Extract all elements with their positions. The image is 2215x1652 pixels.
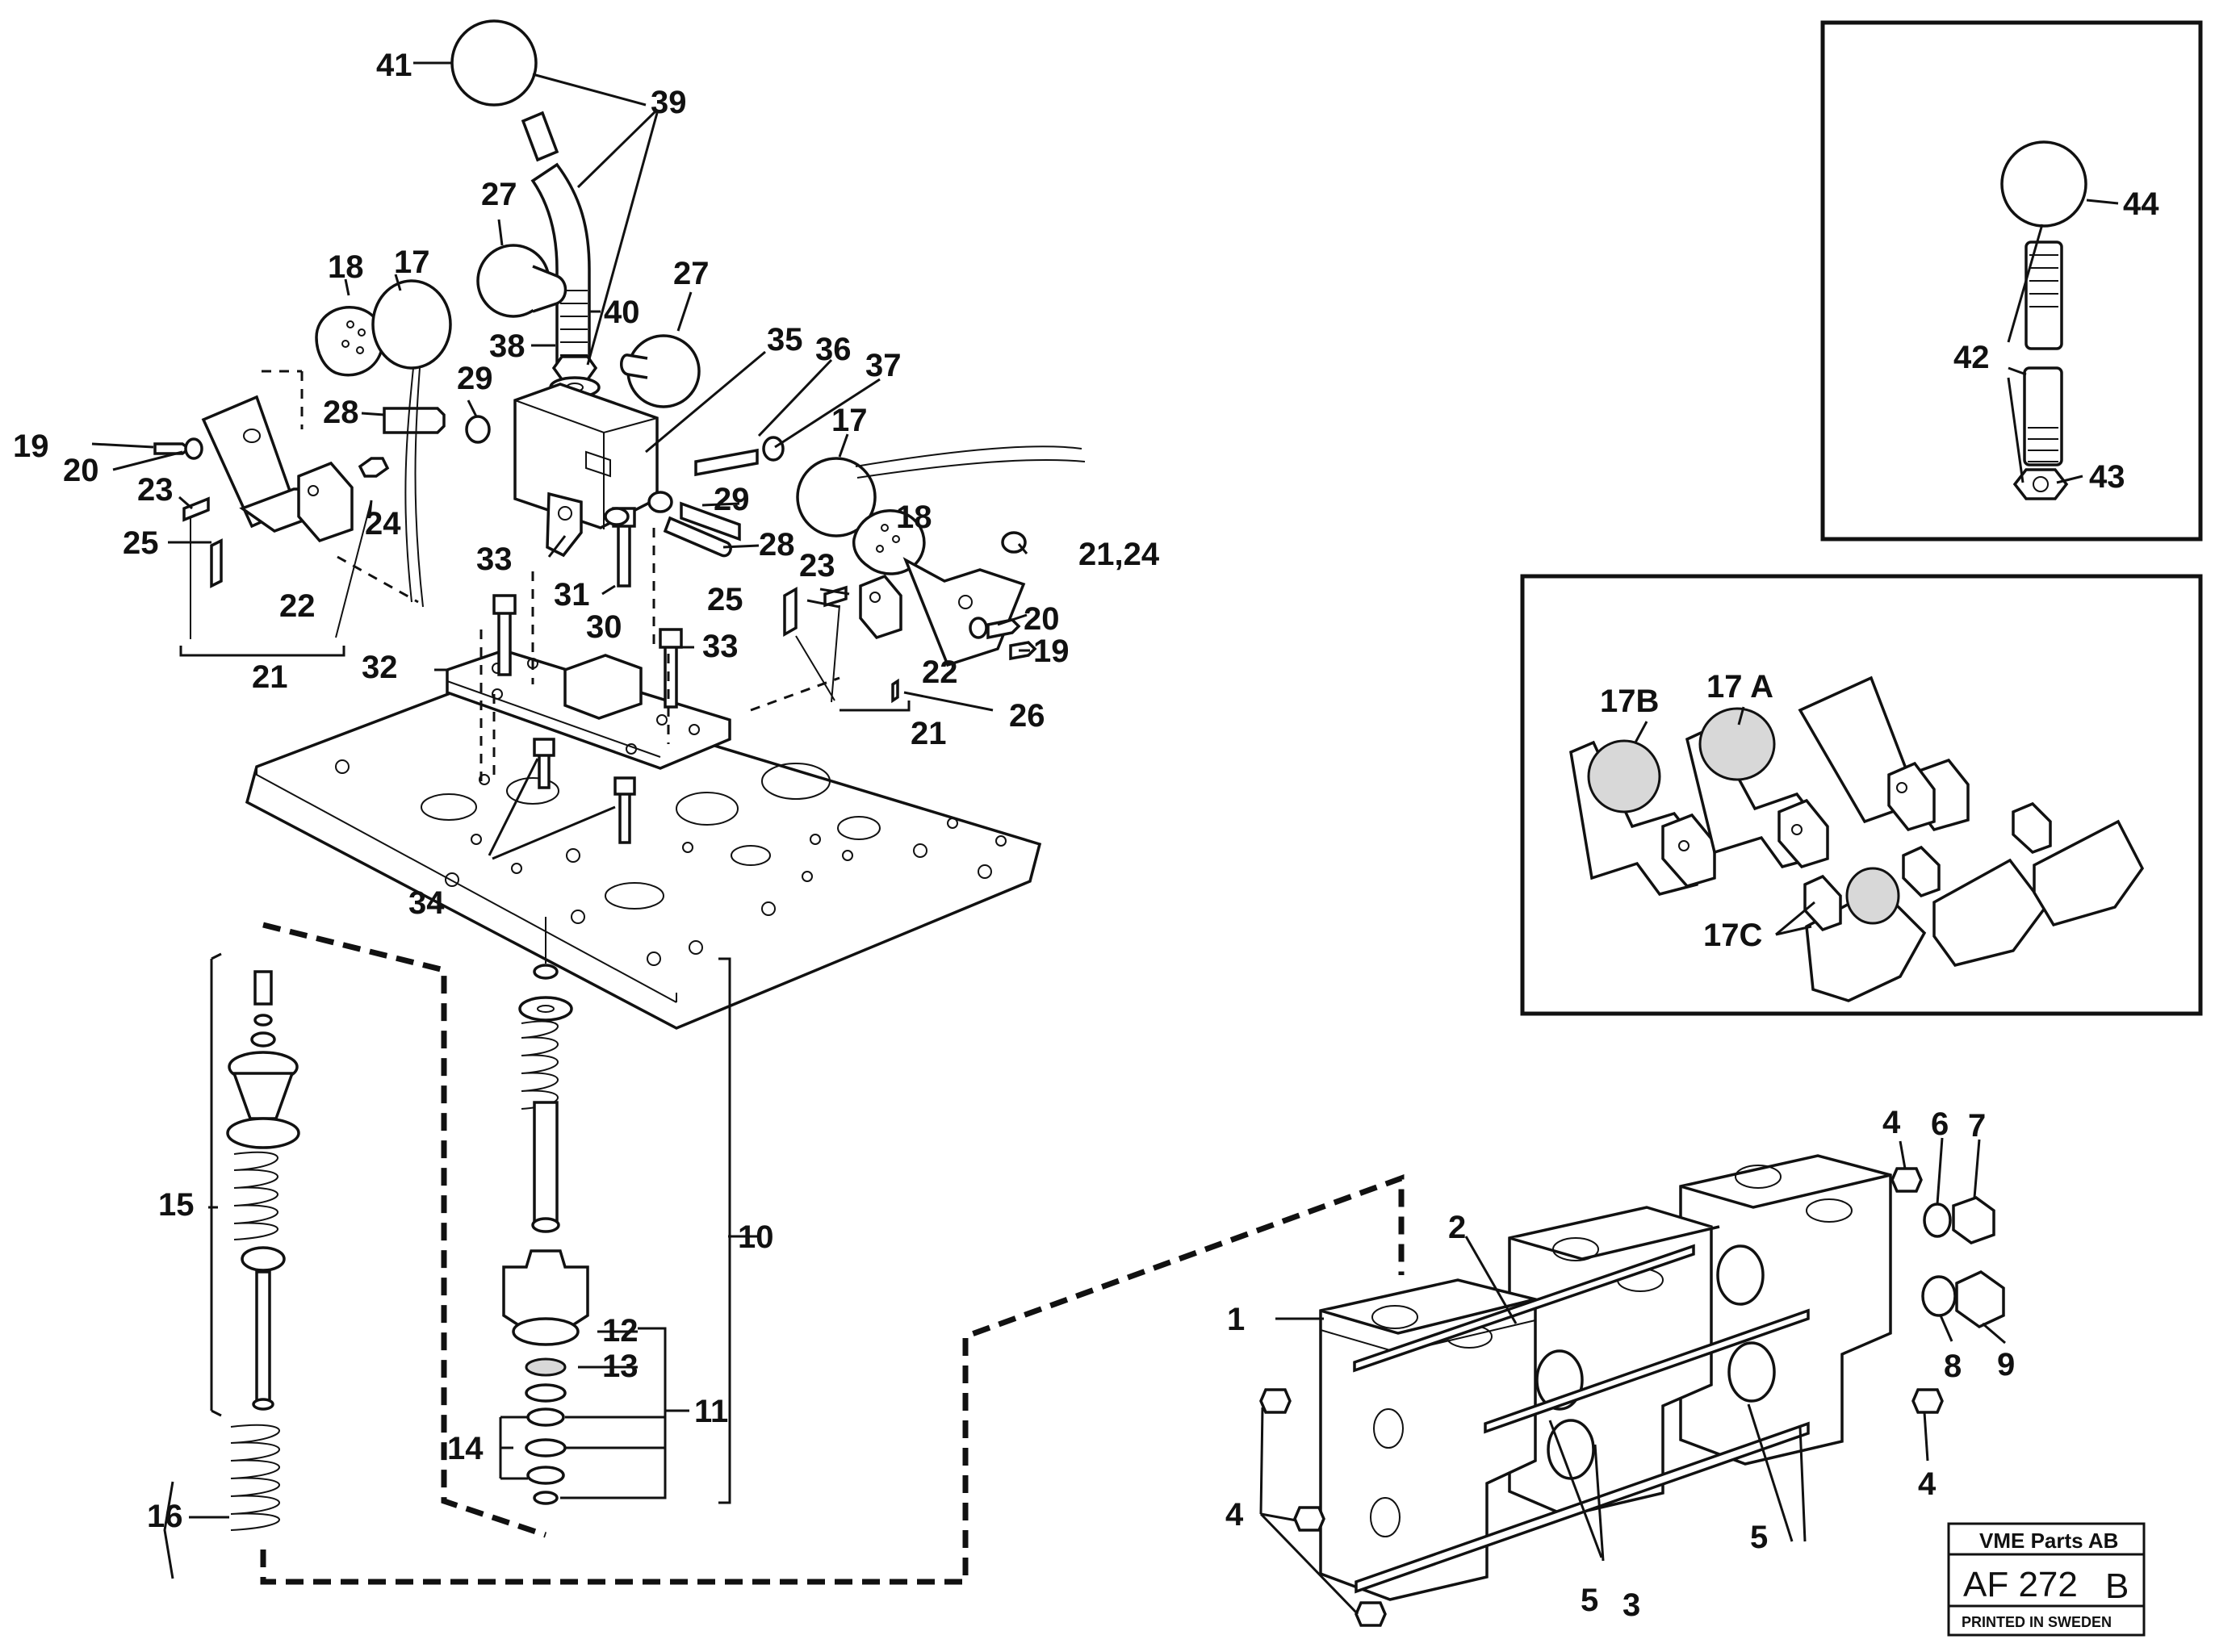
- callout-20-left: 20: [63, 453, 99, 488]
- callout-14: 14: [447, 1431, 484, 1466]
- callout-23-right: 23: [799, 548, 835, 583]
- callout-4-top: 4: [1882, 1105, 1901, 1140]
- callout-33-left: 33: [476, 542, 513, 577]
- callout-18-right: 18: [896, 500, 932, 535]
- callout-21-24: 21,24: [1078, 537, 1160, 572]
- callout-22-right: 22: [922, 655, 958, 690]
- handle-block-35: [513, 383, 659, 558]
- leader-lines-main: [91, 61, 2006, 1616]
- callout-11: 11: [694, 1394, 728, 1429]
- callout-30: 30: [586, 609, 622, 645]
- callout-12: 12: [602, 1313, 639, 1349]
- callout-2: 2: [1448, 1210, 1466, 1245]
- bracket-variants-drawing: [1569, 675, 2145, 1002]
- inset-frame-bracket-variants: [1520, 574, 2203, 1016]
- callout-42: 42: [1953, 340, 1990, 375]
- callout-16: 16: [147, 1499, 183, 1534]
- callout-43: 43: [2089, 459, 2125, 495]
- callout-31: 31: [554, 577, 590, 613]
- callout-26: 26: [1009, 698, 1045, 734]
- callout-39: 39: [651, 85, 687, 120]
- lever-variant-drawing: [2000, 140, 2087, 500]
- base-plate: [245, 507, 1042, 1030]
- callout-19-right: 19: [1033, 634, 1070, 669]
- callout-5-right: 5: [1750, 1520, 1768, 1555]
- knob-41: [450, 19, 538, 107]
- callout-22-left: 22: [279, 588, 316, 624]
- knobs-27: [476, 244, 701, 408]
- title-stamp: VME Parts AB AF 272 B PRINTED IN SWEDEN: [1947, 1522, 2146, 1637]
- callout-24: 24: [365, 506, 401, 542]
- callout-17-right: 17: [831, 403, 868, 438]
- callout-21-left: 21: [252, 659, 288, 695]
- callout-27-top: 27: [481, 177, 517, 212]
- stamp-revision: B: [2105, 1566, 2129, 1606]
- valve-body-assembly: [1259, 1154, 2005, 1627]
- callout-1: 1: [1227, 1302, 1245, 1337]
- callout-29-right: 29: [714, 482, 750, 517]
- callout-13: 13: [602, 1349, 639, 1384]
- valve-stack-left: [210, 922, 1405, 1585]
- callout-19-left: 19: [13, 429, 49, 464]
- callout-28-right: 28: [759, 527, 795, 563]
- stamp-title: VME Parts AB: [1979, 1529, 2118, 1553]
- right-bracket-group: [750, 445, 1086, 712]
- knob-44: [2000, 140, 2087, 228]
- callout-21-right: 21: [911, 716, 947, 751]
- callout-3: 3: [1623, 1587, 1640, 1623]
- callout-9: 9: [1997, 1347, 2015, 1382]
- callout-34: 34: [408, 885, 445, 921]
- callout-15: 15: [158, 1187, 195, 1223]
- lever-assembly: [450, 19, 601, 399]
- callout-44: 44: [2123, 186, 2159, 222]
- callout-8: 8: [1944, 1349, 1962, 1384]
- callout-23-left: 23: [137, 472, 174, 508]
- stamp-footer: PRINTED IN SWEDEN: [1962, 1614, 2112, 1630]
- callout-35: 35: [767, 322, 803, 358]
- callout-labels: 41 39 27 27 18 17 40 38 35 36 37 29 28 1…: [13, 48, 2159, 1623]
- callout-25-left: 25: [123, 525, 159, 561]
- callout-4-left: 4: [1225, 1497, 1244, 1533]
- callout-40: 40: [604, 295, 640, 330]
- callout-17C: 17C: [1703, 918, 1762, 953]
- callout-5-bottom: 5: [1581, 1583, 1598, 1618]
- leaders-top-inset: [2007, 199, 2119, 484]
- callout-17B: 17B: [1600, 684, 1659, 719]
- callout-17-left: 17: [394, 245, 430, 280]
- valve-stack-middle: [502, 917, 731, 1505]
- callout-41: 41: [376, 48, 412, 83]
- stamp-code: AF 272: [1963, 1565, 2078, 1604]
- callout-33-right: 33: [702, 629, 739, 664]
- callout-17A: 17 A: [1706, 669, 1773, 705]
- callout-27-right: 27: [673, 256, 710, 291]
- inset-frame-lever-variant: [1820, 20, 2203, 542]
- callout-36: 36: [815, 332, 852, 367]
- callout-37: 37: [865, 348, 902, 383]
- callout-25-right: 25: [707, 582, 743, 617]
- callout-10: 10: [738, 1219, 774, 1255]
- callout-28-left: 28: [323, 395, 359, 430]
- callout-4-right: 4: [1918, 1466, 1937, 1502]
- left-bracket-group: [153, 279, 452, 639]
- callout-29-left: 29: [457, 361, 493, 396]
- callout-7: 7: [1968, 1108, 1986, 1144]
- leaders-second-inset: [1634, 706, 1815, 936]
- callout-20-right: 20: [1024, 601, 1060, 637]
- pins-and-washers: [383, 407, 785, 558]
- callout-18-left: 18: [328, 249, 364, 285]
- callout-38: 38: [489, 328, 525, 364]
- callout-32: 32: [362, 650, 398, 685]
- callout-6: 6: [1931, 1106, 1949, 1142]
